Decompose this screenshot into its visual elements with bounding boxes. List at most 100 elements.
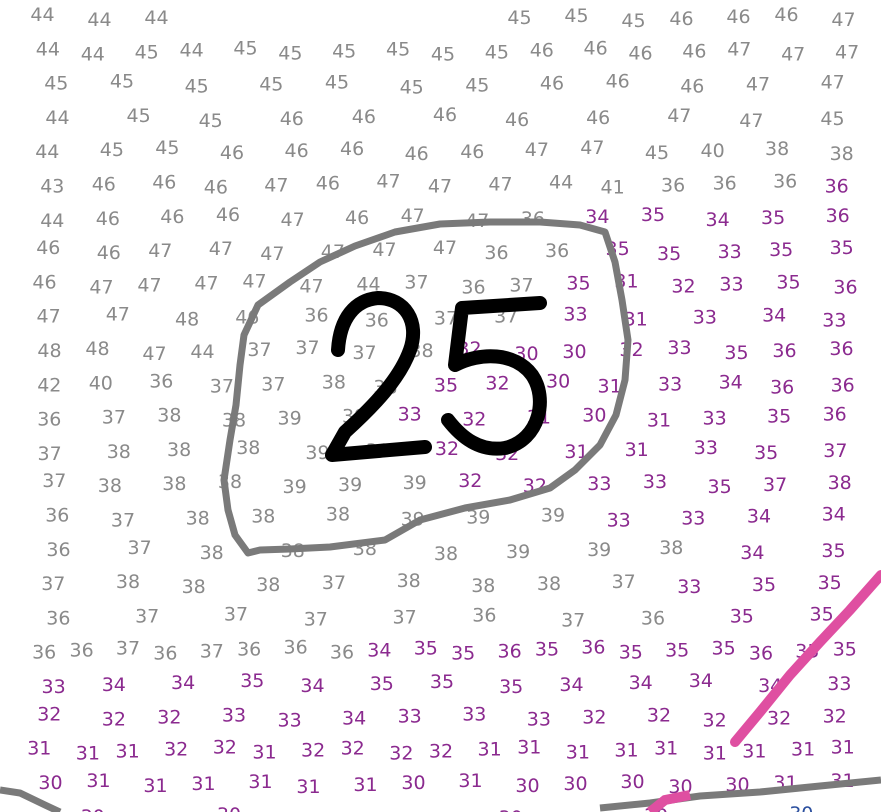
elevation-label-purple: 34 xyxy=(585,206,609,228)
elevation-label-gray: 46 xyxy=(540,73,564,95)
elevation-label-gray: 38 xyxy=(167,439,191,461)
elevation-label-gray: 47 xyxy=(746,74,770,96)
elevation-label-purple: 31 xyxy=(742,741,766,763)
elevation-label-gray: 39 xyxy=(283,476,307,498)
elevation-label-purple: 32 xyxy=(389,743,413,765)
elevation-label-purple: 31 xyxy=(458,770,482,792)
elevation-label-gray: 46 xyxy=(32,271,56,293)
elevation-label-purple: 31 xyxy=(647,410,671,432)
elevation-label-gray: 43 xyxy=(40,176,64,198)
elevation-label-gray: 39 xyxy=(278,408,302,430)
elevation-label-gray: 38 xyxy=(537,573,561,595)
elevation-label-gray: 46 xyxy=(216,204,240,226)
elevation-label-purple: 35 xyxy=(451,643,475,665)
elevation-label-gray: 37 xyxy=(247,339,271,361)
elevation-label-purple: 31 xyxy=(86,770,110,792)
contour-line xyxy=(220,218,632,557)
elevation-label-gray: 45 xyxy=(278,42,302,64)
elevation-label-purple: 37 xyxy=(823,440,847,462)
elevation-label-purple: 35 xyxy=(830,237,854,259)
elevation-label-gray: 41 xyxy=(601,177,625,199)
elevation-label-purple: 31 xyxy=(654,738,678,760)
elevation-label-purple: 36 xyxy=(829,338,853,360)
handwritten-five xyxy=(441,296,547,456)
elevation-label-gray: 44 xyxy=(35,141,59,163)
elevation-label-gray: 39 xyxy=(338,474,362,496)
elevation-label-gray: 46 xyxy=(152,172,176,194)
elevation-label-purple: 34 xyxy=(706,209,730,231)
elevation-label-gray: 46 xyxy=(160,206,184,228)
elevation-label-purple: 30 xyxy=(38,772,62,794)
elevation-label-purple: 32 xyxy=(37,703,61,725)
elevation-label-purple: 34 xyxy=(367,640,391,662)
elevation-label-gray: 37 xyxy=(561,609,585,631)
elevation-label-gray: 46 xyxy=(680,76,704,98)
elevation-label-purple: 35 xyxy=(619,642,643,664)
elevation-label-gray: 45 xyxy=(507,7,531,29)
elevation-label-gray: 46 xyxy=(316,173,340,195)
elevation-label-gray: 46 xyxy=(606,71,630,93)
elevation-label-purple: 30 xyxy=(563,773,587,795)
elevation-label-purple: 36 xyxy=(826,205,850,227)
elevation-label-purple: 35 xyxy=(730,605,754,627)
elevation-label-purple: 35 xyxy=(810,603,834,625)
elevation-label-gray: 38 xyxy=(322,371,346,393)
elevation-label-gray: 44 xyxy=(40,210,64,232)
elevation-label-gray: 38 xyxy=(471,575,495,597)
elevation-label-purple: 31 xyxy=(27,738,51,760)
elevation-label-gray: 36 xyxy=(37,409,61,431)
elevation-label-gray: 47 xyxy=(137,274,161,296)
elevation-label-gray: 45 xyxy=(135,41,159,63)
elevation-label-gray: 46 xyxy=(352,106,376,128)
elevation-label-gray: 46 xyxy=(774,4,798,26)
elevation-label-purple: 32 xyxy=(767,707,791,729)
elevation-label-purple: 30 xyxy=(562,341,586,363)
elevation-label-gray: 47 xyxy=(428,176,452,198)
elevation-label-purple: 30 xyxy=(515,775,539,797)
elevation-label-purple: 35 xyxy=(818,572,842,594)
elevation-label-purple: 33 xyxy=(719,273,743,295)
elevation-label-gray: 38 xyxy=(397,570,421,592)
pink-line xyxy=(730,570,881,747)
elevation-label-purple: 32 xyxy=(647,704,671,726)
elevation-label-gray: 37 xyxy=(509,274,533,296)
elevation-label-gray: 37 xyxy=(393,606,417,628)
elevation-label-gray: 39 xyxy=(466,507,490,529)
elevation-label-gray: 47 xyxy=(831,9,855,31)
elevation-label-gray: 44 xyxy=(356,273,380,295)
elevation-label-gray: 36 xyxy=(149,370,173,392)
elevation-label-purple: 33 xyxy=(563,304,587,326)
elevation-label-gray: 45 xyxy=(110,71,134,93)
elevation-label-purple: 35 xyxy=(708,476,732,498)
elevation-label-gray: 48 xyxy=(175,309,199,331)
elevation-label-purple: 31 xyxy=(624,309,648,331)
elevation-label-purple: 35 xyxy=(712,638,736,660)
elevation-label-purple: 31 xyxy=(296,776,320,798)
elevation-label-purple: 35 xyxy=(767,406,791,428)
elevation-label-gray: 36 xyxy=(330,642,354,664)
elevation-label-gray: 38 xyxy=(200,542,224,564)
elevation-label-gray: 38 xyxy=(251,506,275,528)
elevation-label-purple: 33 xyxy=(643,471,667,493)
elevation-label-gray: 45 xyxy=(400,77,424,99)
elevation-label-gray: 46 xyxy=(220,142,244,164)
elevation-label-gray: 46 xyxy=(584,37,608,59)
elevation-label-purple: 36 xyxy=(823,404,847,426)
elevation-label-gray: 37 xyxy=(135,605,159,627)
elevation-label-purple: 30 xyxy=(582,405,606,427)
elevation-label-gray: 37 xyxy=(210,375,234,397)
elevation-label-gray: 36 xyxy=(661,175,685,197)
elevation-label-gray: 36 xyxy=(284,637,308,659)
elevation-label-gray: 38 xyxy=(186,508,210,530)
elevation-label-purple: 30 xyxy=(401,772,425,794)
elevation-label-gray: 45 xyxy=(259,74,283,96)
elevation-label-purple: 34 xyxy=(342,707,366,729)
elevation-label-gray: 47 xyxy=(376,171,400,193)
elevation-label-purple: 35 xyxy=(657,243,681,265)
elevation-label-gray: 46 xyxy=(96,208,120,230)
elevation-label-gray: 38 xyxy=(765,138,789,160)
elevation-label-gray: 37 xyxy=(102,407,126,429)
elevation-label-gray: 42 xyxy=(37,374,61,396)
elevation-label-purple: 31 xyxy=(614,740,638,762)
